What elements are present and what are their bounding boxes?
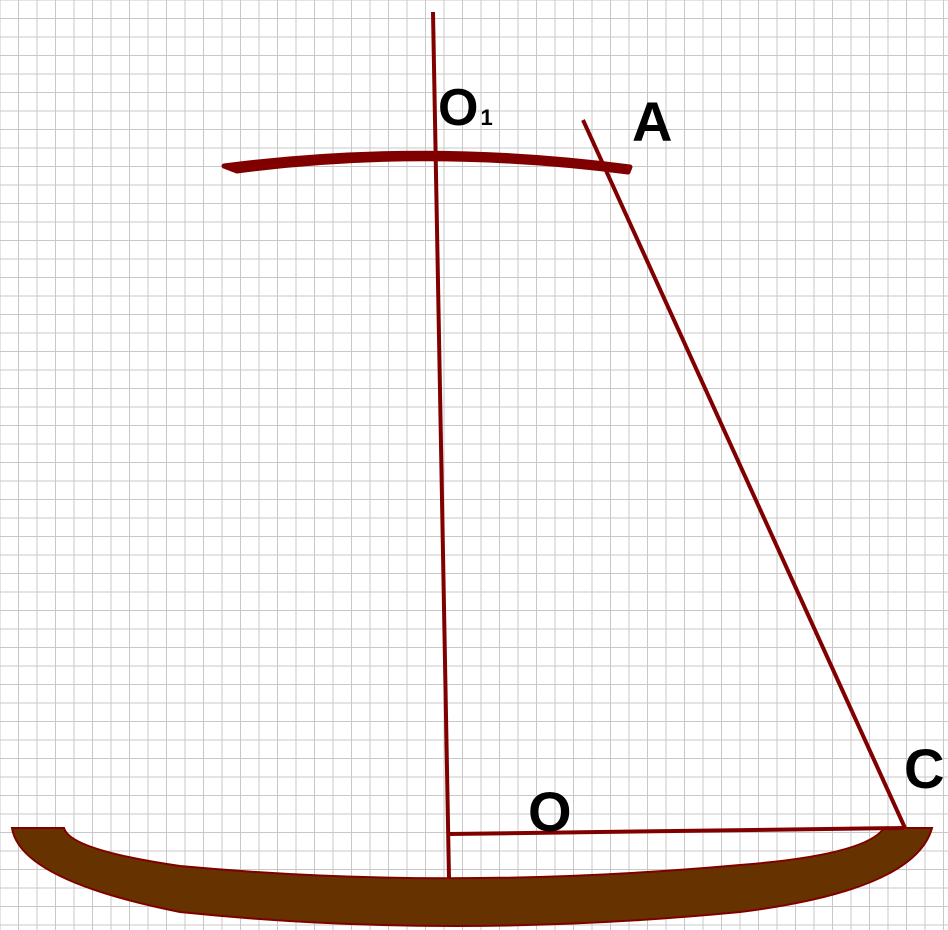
- slant-line-a-c: [581, 119, 907, 829]
- vertical-line-o1-o: [431, 11, 451, 879]
- radius-line-o-c: [448, 826, 905, 836]
- point-label-a: A: [632, 90, 672, 153]
- point-label-o: O: [528, 780, 572, 843]
- bottom-bowl: [10, 827, 934, 927]
- point-label-o1: O1: [438, 79, 493, 137]
- top-arc-plate: [221, 150, 633, 175]
- point-label-c: C: [904, 737, 944, 800]
